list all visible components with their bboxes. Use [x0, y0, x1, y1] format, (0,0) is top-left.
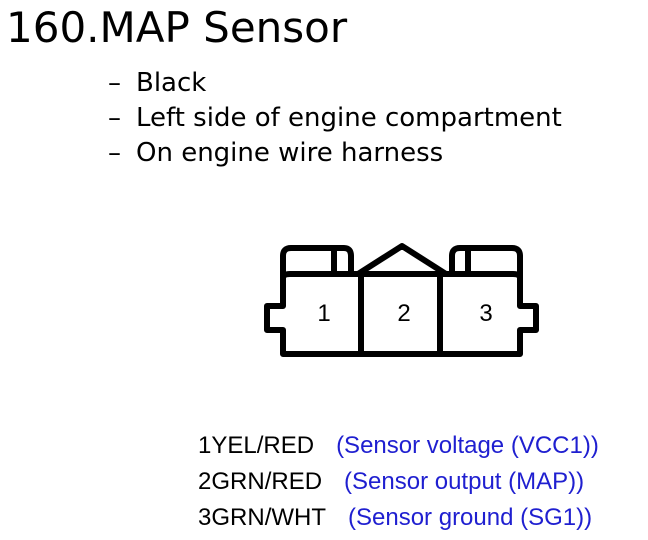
housing-top-edge: [280, 271, 523, 281]
terminal-label-3: 3: [479, 300, 492, 327]
page-title: 160.MAP Sensor: [6, 3, 348, 52]
pin-wire-color: YEL/RED: [211, 432, 315, 459]
bullet-item: – Left side of engine compartment: [108, 101, 562, 136]
pin-description: (Sensor ground (SG1)): [348, 504, 593, 531]
pin-wire-color: GRN/RED: [211, 468, 323, 495]
terminal-label-2: 2: [397, 300, 410, 327]
bullet-text: Left side of engine compartment: [136, 103, 562, 133]
terminal-label-1: 1: [317, 300, 330, 327]
bullet-marker: –: [108, 68, 121, 98]
connector-housing: [264, 243, 539, 357]
pin-number: 2: [198, 468, 212, 495]
pin-number: 3: [198, 504, 212, 531]
bullet-marker: –: [108, 138, 121, 168]
bullet-item: – Black: [108, 66, 562, 101]
bullet-list: – Black – Left side of engine compartmen…: [108, 66, 562, 171]
bullet-item: – On engine wire harness: [108, 136, 562, 171]
bullet-marker: –: [108, 103, 121, 133]
pin-wire-color: GRN/WHT: [211, 504, 327, 531]
connector-diagram: 1 2 3: [264, 243, 539, 357]
bullet-text: Black: [136, 68, 207, 98]
pin-description: (Sensor output (MAP)): [344, 468, 585, 495]
bullet-text: On engine wire harness: [136, 138, 444, 168]
pin-number: 1: [198, 432, 212, 459]
pin-description: (Sensor voltage (VCC1)): [336, 432, 599, 459]
